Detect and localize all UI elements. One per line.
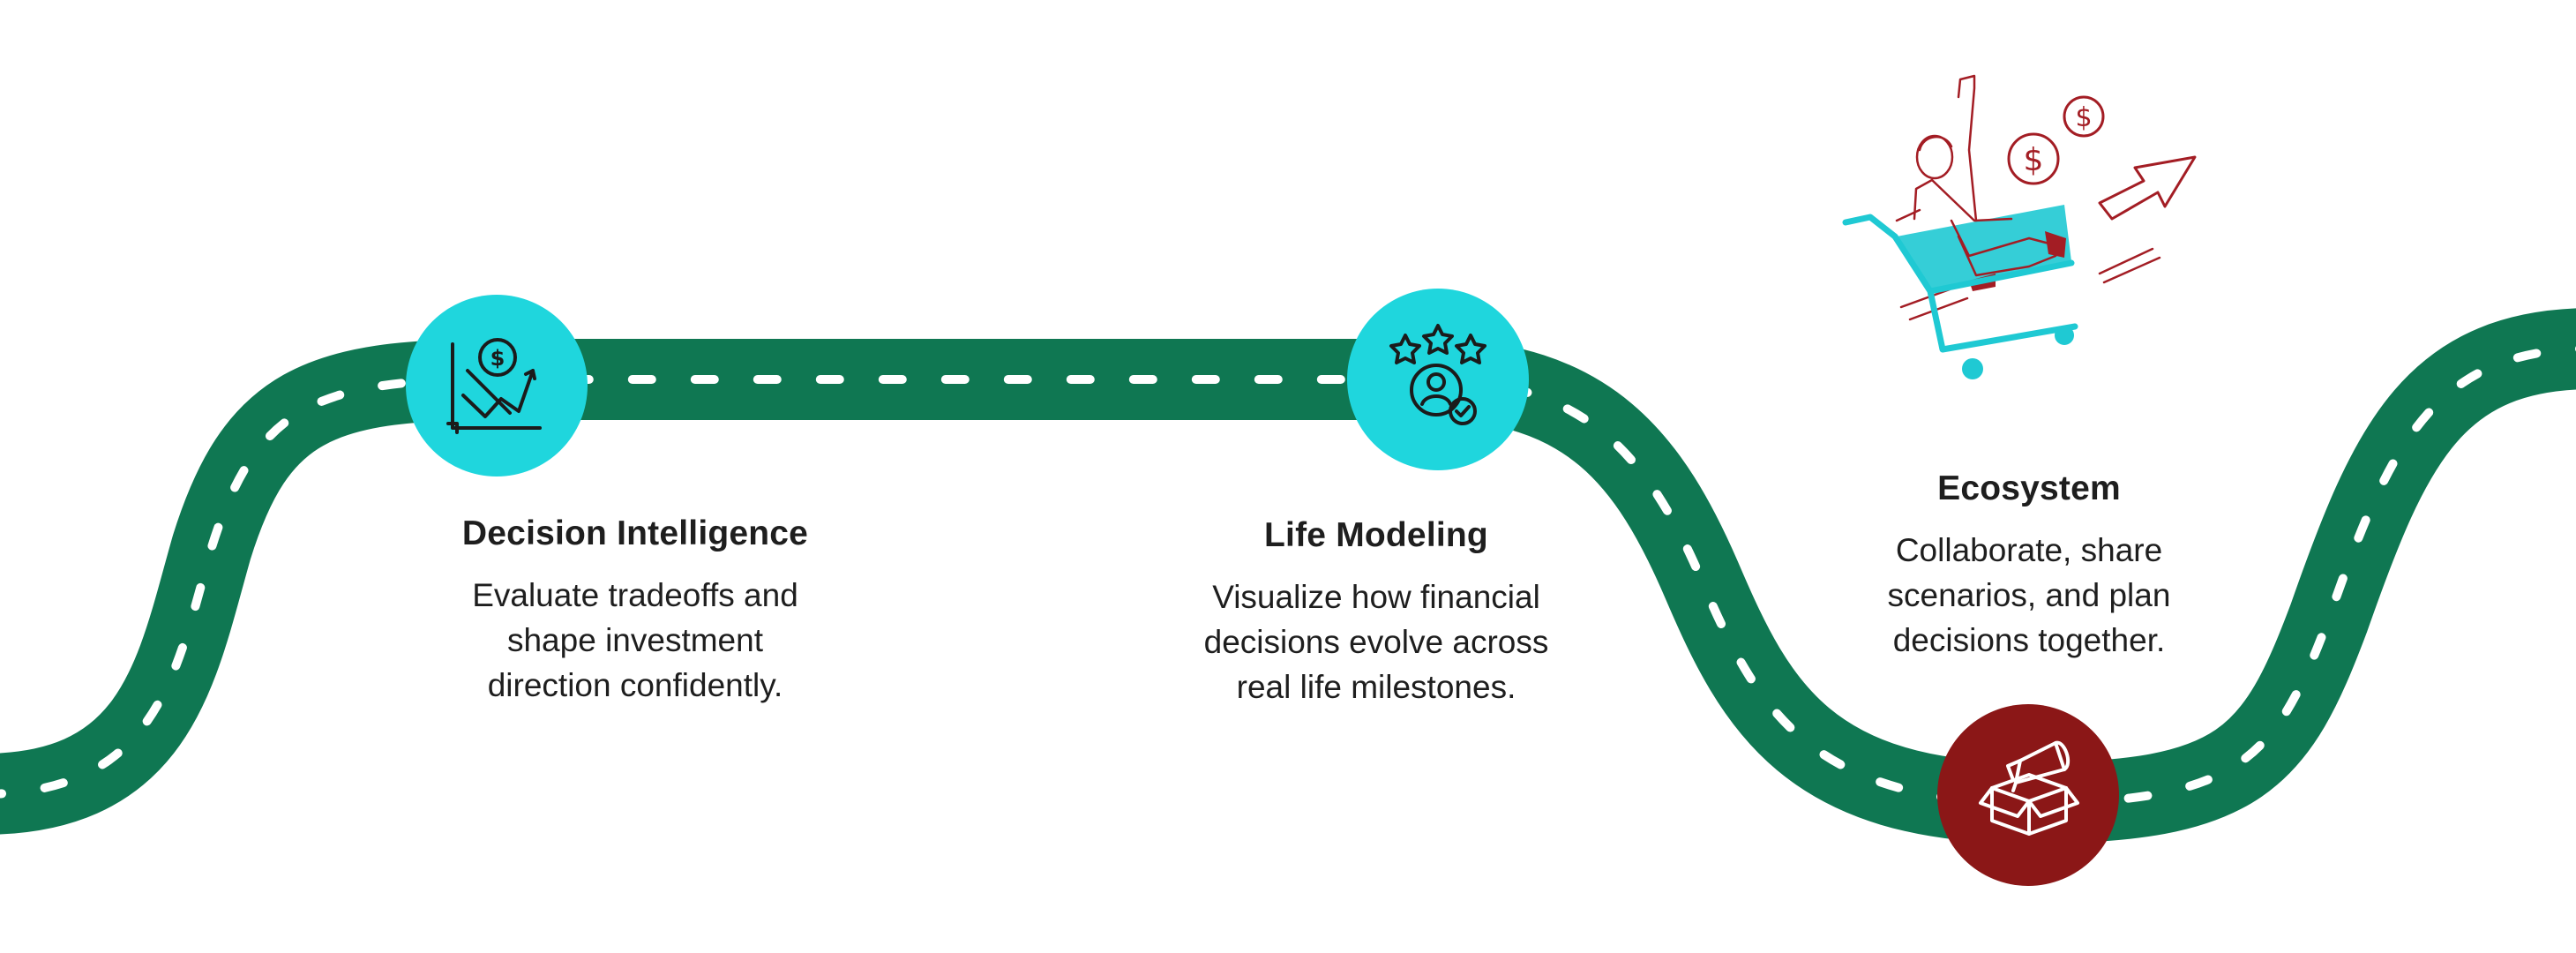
rated-user-icon bbox=[1389, 324, 1486, 425]
svg-text:$: $ bbox=[490, 346, 505, 371]
milestone-decision-intelligence: Decision Intelligence Evaluate tradeoffs… bbox=[415, 514, 856, 708]
decision-intelligence-marker: $ bbox=[406, 295, 588, 476]
milestone-description: Visualize how financial decisions evolve… bbox=[1203, 579, 1549, 705]
milestone-description: Evaluate tradeoffs and shape investment … bbox=[472, 577, 798, 703]
milestone-title: Ecosystem bbox=[1937, 469, 2121, 507]
milestone-description: Collaborate, share scenarios, and plan d… bbox=[1887, 532, 2171, 658]
megaphone-box-icon bbox=[1979, 740, 2079, 836]
ecosystem-marker bbox=[1937, 704, 2119, 886]
investment-chart-icon: $ bbox=[446, 338, 542, 434]
svg-text:$: $ bbox=[2024, 142, 2044, 178]
milestone-life-modeling: Life Modeling Visualize how financial de… bbox=[1156, 516, 1597, 709]
milestone-ecosystem: Ecosystem Collaborate, share scenarios, … bbox=[1808, 469, 2250, 663]
life-modeling-marker bbox=[1347, 289, 1529, 470]
shopping-cart-person-icon: $ $ bbox=[1842, 74, 2197, 379]
milestone-title: Decision Intelligence bbox=[461, 514, 809, 552]
svg-text:$: $ bbox=[2075, 102, 2092, 133]
milestone-title: Life Modeling bbox=[1264, 516, 1488, 554]
lane-markings bbox=[0, 344, 2576, 808]
